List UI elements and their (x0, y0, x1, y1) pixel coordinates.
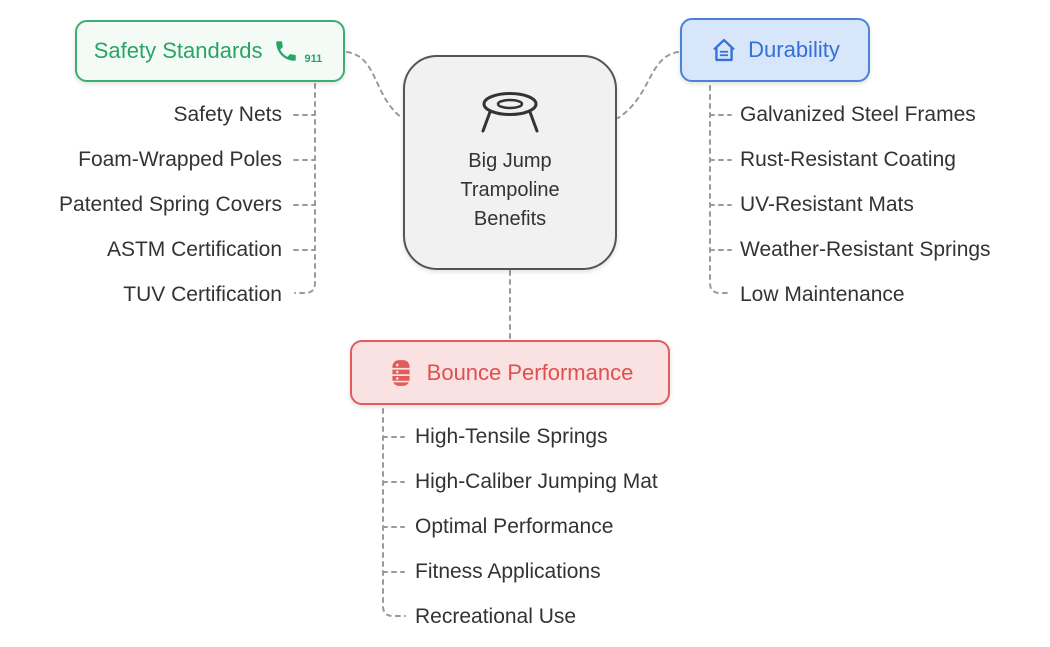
list-item: Low Maintenance (740, 283, 905, 306)
list-item: ASTM Certification (106, 238, 282, 261)
list-item: Patented Spring Covers (59, 193, 282, 216)
center-label-line: Big Jump (468, 150, 552, 172)
bounce-performance-node: Bounce Performance (350, 340, 670, 405)
list-item: Galvanized Steel Frames (740, 103, 976, 126)
list-item: Safety Nets (173, 103, 282, 126)
connector-durability-spine (709, 85, 732, 294)
list-item: UV-Resistant Mats (740, 193, 914, 216)
phone-911-icon (273, 38, 299, 64)
list-item: Rust-Resistant Coating (740, 148, 956, 171)
center-label-line: Benefits (473, 208, 547, 230)
barrel-stack-icon (387, 358, 415, 388)
connector-safety-spine (294, 83, 316, 294)
list-item: Foam-Wrapped Poles (78, 148, 282, 171)
durability-node: Durability (680, 18, 870, 82)
house-icon (710, 36, 738, 64)
safety-standards-node: Safety Standards 911 (75, 20, 345, 82)
durability-label: Durability (748, 37, 840, 62)
list-item: Fitness Applications (415, 560, 601, 583)
connector-bounce-spine (382, 408, 406, 617)
list-item: High-Caliber Jumping Mat (415, 470, 658, 493)
connector-safety-center (346, 51, 403, 119)
trampoline-icon (477, 91, 543, 137)
list-item: High-Tensile Springs (415, 425, 608, 448)
center-node: Big Jump Trampoline Benefits (403, 55, 617, 270)
safety-standards-label: Safety Standards (93, 38, 263, 63)
connector-durability-center (617, 51, 679, 119)
list-item: Weather-Resistant Springs (740, 238, 991, 261)
list-item: TUV Certification (123, 283, 282, 306)
center-label-line: Trampoline (460, 179, 560, 201)
list-item: Optimal Performance (415, 515, 614, 538)
center-label: Big Jump Trampoline Benefits (460, 147, 559, 234)
list-item: Recreational Use (415, 605, 577, 628)
phone-911-badge: 911 (304, 53, 323, 65)
bounce-performance-label: Bounce Performance (426, 359, 634, 385)
